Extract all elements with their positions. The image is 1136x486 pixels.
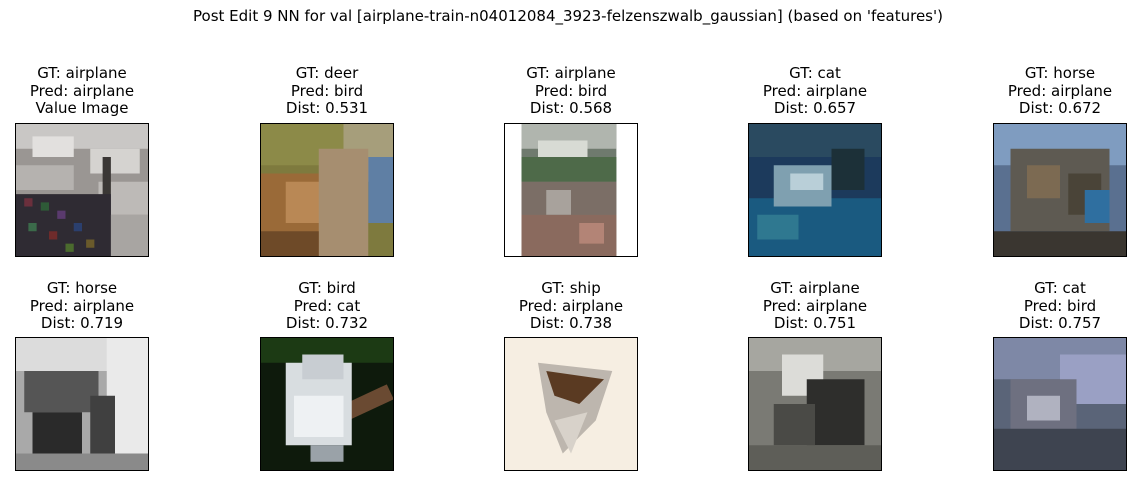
panel-4: GT: cat Pred: airplane Dist: 0.657 <box>700 64 930 118</box>
gt-label: GT: airplane <box>526 64 616 82</box>
panel-8-caption: GT: ship Pred: airplane Dist: 0.738 <box>456 279 686 333</box>
panel-3: GT: airplane Pred: bird Dist: 0.568 <box>456 64 686 118</box>
figure-title: Post Edit 9 NN for val [airplane-train-n… <box>193 7 943 25</box>
panel-5-caption: GT: horse Pred: airplane Dist: 0.672 <box>945 64 1136 118</box>
gt-label: GT: bird <box>298 279 356 297</box>
thumbnail-4 <box>748 123 882 257</box>
panel-7-caption: GT: bird Pred: cat Dist: 0.732 <box>212 279 442 333</box>
thumbnail-1 <box>15 123 149 257</box>
pred-label: Pred: airplane <box>762 296 868 315</box>
thumbnail-3 <box>504 123 638 257</box>
pred-label: Pred: airplane <box>29 296 135 315</box>
gt-label: GT: ship <box>541 279 601 297</box>
gt-label: GT: airplane <box>770 279 860 297</box>
gt-label: GT: airplane <box>37 64 127 82</box>
dist-label: Dist: 0.757 <box>1018 314 1102 332</box>
gt-label: GT: horse <box>1024 64 1096 82</box>
dist-label: Dist: 0.531 <box>285 99 369 117</box>
pred-label: Pred: airplane <box>29 81 135 100</box>
panel-8: GT: ship Pred: airplane Dist: 0.738 <box>456 279 686 333</box>
dist-label: Dist: 0.672 <box>1018 99 1102 117</box>
pred-label: Pred: bird <box>1023 296 1097 315</box>
thumbnail-7 <box>260 337 394 471</box>
thumbnail-9 <box>748 337 882 471</box>
thumbnail-6 <box>15 337 149 471</box>
thumbnail-2 <box>260 123 394 257</box>
dist-label: Dist: 0.732 <box>285 314 369 332</box>
panel-7: GT: bird Pred: cat Dist: 0.732 <box>212 279 442 333</box>
dist-label: Dist: 0.568 <box>529 99 613 117</box>
panel-2: GT: deer Pred: bird Dist: 0.531 <box>212 64 442 118</box>
pred-label: Pred: cat <box>293 296 361 315</box>
dist-label: Dist: 0.738 <box>529 314 613 332</box>
panel-9: GT: airplane Pred: airplane Dist: 0.751 <box>700 279 930 333</box>
panel-9-caption: GT: airplane Pred: airplane Dist: 0.751 <box>700 279 930 333</box>
pred-label: Pred: airplane <box>762 81 868 100</box>
gt-label: GT: cat <box>1034 279 1086 297</box>
panel-1: GT: airplane Pred: airplane Value Image <box>0 64 197 118</box>
panel-10: GT: cat Pred: bird Dist: 0.757 <box>945 279 1136 333</box>
dist-label: Dist: 0.657 <box>773 99 857 117</box>
panel-10-caption: GT: cat Pred: bird Dist: 0.757 <box>945 279 1136 333</box>
thumbnail-10 <box>993 337 1127 471</box>
gt-label: GT: horse <box>46 279 118 297</box>
gt-label: GT: cat <box>789 64 841 82</box>
pred-label: Pred: airplane <box>1007 81 1113 100</box>
panel-2-caption: GT: deer Pred: bird Dist: 0.531 <box>212 64 442 118</box>
panel-3-caption: GT: airplane Pred: bird Dist: 0.568 <box>456 64 686 118</box>
panel-6: GT: horse Pred: airplane Dist: 0.719 <box>0 279 197 333</box>
dist-label: Dist: 0.719 <box>40 314 124 332</box>
panel-1-caption: GT: airplane Pred: airplane Value Image <box>0 64 197 118</box>
pred-label: Pred: bird <box>290 81 364 100</box>
gt-label: GT: deer <box>295 64 359 82</box>
dist-label: Dist: 0.751 <box>773 314 857 332</box>
panel-6-caption: GT: horse Pred: airplane Dist: 0.719 <box>0 279 197 333</box>
value-image-label: Value Image <box>35 99 129 117</box>
panel-5: GT: horse Pred: airplane Dist: 0.672 <box>945 64 1136 118</box>
panel-4-caption: GT: cat Pred: airplane Dist: 0.657 <box>700 64 930 118</box>
thumbnail-5 <box>993 123 1127 257</box>
thumbnail-8 <box>504 337 638 471</box>
pred-label: Pred: airplane <box>518 296 624 315</box>
pred-label: Pred: bird <box>534 81 608 100</box>
